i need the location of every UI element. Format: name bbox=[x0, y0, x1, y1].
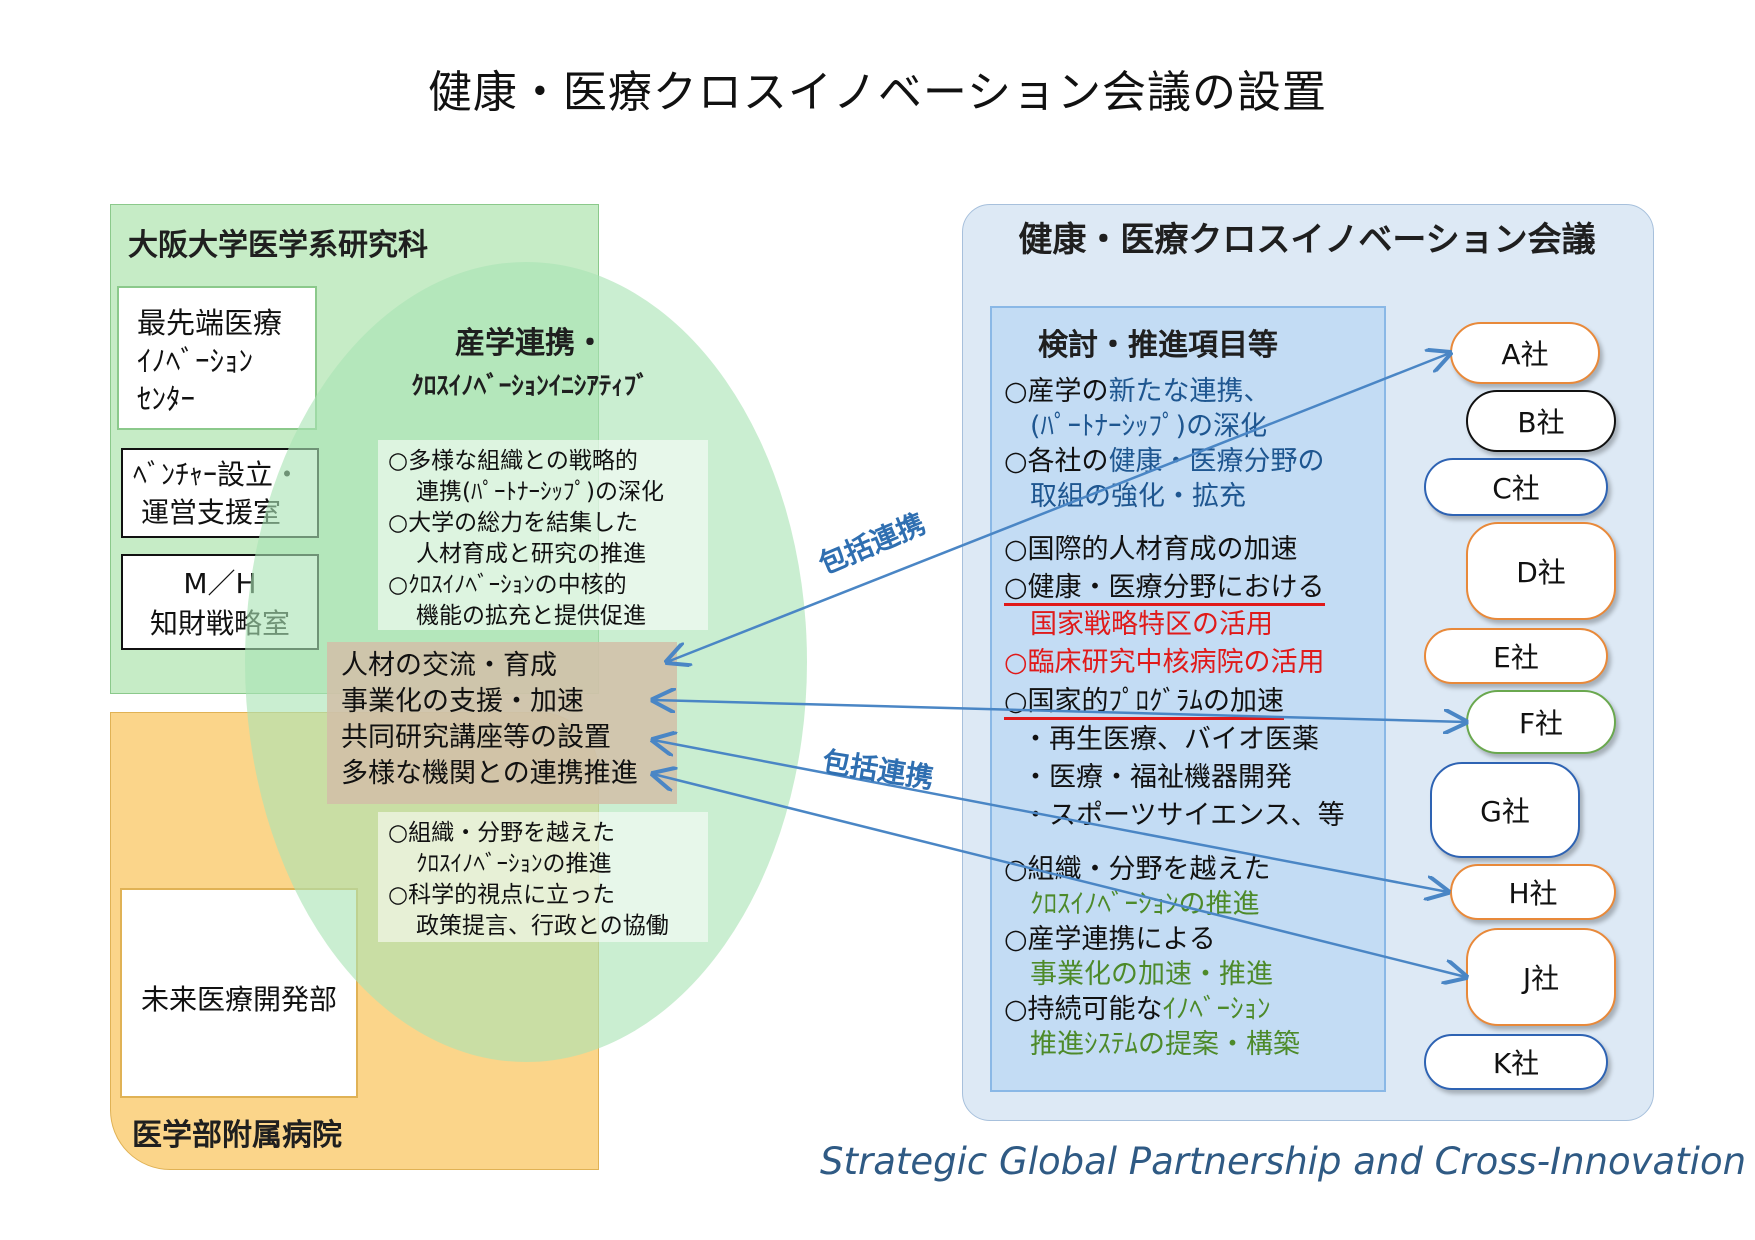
note-line: ○組織・分野を越えた bbox=[388, 820, 616, 846]
company-k: K社 bbox=[1424, 1034, 1608, 1090]
page-title: 健康・医療クロスイノベーション会議の設置 bbox=[427, 67, 1328, 118]
note-line: ○科学的視点に立った bbox=[388, 882, 616, 908]
center-line: 事業化の支援・加速 bbox=[341, 686, 584, 717]
note-line: 人材育成と研究の推進 bbox=[416, 541, 646, 567]
center-line: 共同研究講座等の設置 bbox=[341, 722, 611, 753]
arrow-to-company-h bbox=[653, 740, 1448, 892]
note-line: ｸﾛｽｲﾉﾍﾞｰｼｮﾝの推進 bbox=[416, 851, 612, 877]
dept-line: 最先端医療 bbox=[137, 306, 283, 340]
note-line: 機能の拡充と提供促進 bbox=[416, 603, 646, 629]
item-text: ｲﾉﾍﾞｰｼｮﾝ bbox=[1162, 994, 1271, 1025]
dept-line: ｾﾝﾀｰ bbox=[137, 382, 196, 416]
footer-tagline: Strategic Global Partnership and Cross-I… bbox=[820, 1140, 1747, 1183]
company-h: H社 bbox=[1450, 864, 1616, 920]
dept-advanced-medical-innovation-center: 最先端医療 ｲﾉﾍﾞｰｼｮﾝ ｾﾝﾀｰ bbox=[117, 286, 317, 430]
council-title: 健康・医療クロスイノベーション会議 bbox=[1018, 220, 1596, 260]
company-a: A社 bbox=[1450, 322, 1600, 384]
note-line: ○大学の総力を結集した bbox=[388, 510, 639, 536]
center-line: 多様な機関との連携推進 bbox=[341, 758, 638, 789]
item-line: 推進ｼｽﾃﾑの提案・構築 bbox=[1030, 1029, 1300, 1060]
arrow-to-company-a bbox=[667, 353, 1450, 662]
note-line: ○多様な組織との戦略的 bbox=[388, 448, 638, 474]
item-line: ○持続可能なｲﾉﾍﾞｰｼｮﾝ bbox=[1004, 992, 1271, 1028]
note-line: 政策提言、行政との協働 bbox=[416, 913, 669, 939]
initiative-title: 産学連携・ ｸﾛｽｲﾉﾍﾞｰｼｮﾝｲﾆｼｱﾃｨﾌﾞ bbox=[340, 318, 720, 402]
initiative-title-line2: ｸﾛｽｲﾉﾍﾞｰｼｮﾝｲﾆｼｱﾃｨﾌﾞ bbox=[411, 371, 649, 400]
initiative-title-line1: 産学連携・ bbox=[455, 326, 605, 361]
note-line: 連携(ﾊﾟｰﾄﾅｰｼｯﾌﾟ)の深化 bbox=[416, 479, 664, 505]
note-line: ○ｸﾛｽｲﾉﾍﾞｰｼｮﾝの中核的 bbox=[388, 572, 627, 598]
initiative-center-box: 人材の交流・育成 事業化の支援・加速 共同研究講座等の設置 多様な機関との連携推… bbox=[327, 642, 677, 804]
dept-line: ｲﾉﾍﾞｰｼｮﾝ bbox=[137, 344, 254, 378]
initiative-top-notes: ○多様な組織との戦略的 連携(ﾊﾟｰﾄﾅｰｼｯﾌﾟ)の深化 ○大学の総力を結集し… bbox=[378, 440, 708, 630]
company-j: J社 bbox=[1466, 928, 1616, 1026]
arrow-to-company-j bbox=[653, 774, 1466, 977]
item-prefix: ○持続可能な bbox=[1004, 994, 1163, 1025]
dept-line: 運営支援室 bbox=[141, 496, 282, 529]
company-b: B社 bbox=[1466, 390, 1616, 452]
university-hospital-title: 医学部附属病院 bbox=[132, 1118, 342, 1153]
center-line: 人材の交流・育成 bbox=[341, 650, 557, 681]
dept-line: M／H bbox=[183, 567, 257, 600]
company-f: F社 bbox=[1466, 690, 1616, 754]
company-d: D社 bbox=[1466, 522, 1616, 620]
arrow-to-company-f bbox=[653, 700, 1466, 722]
osaka-university-title: 大阪大学医学系研究科 bbox=[128, 228, 428, 263]
